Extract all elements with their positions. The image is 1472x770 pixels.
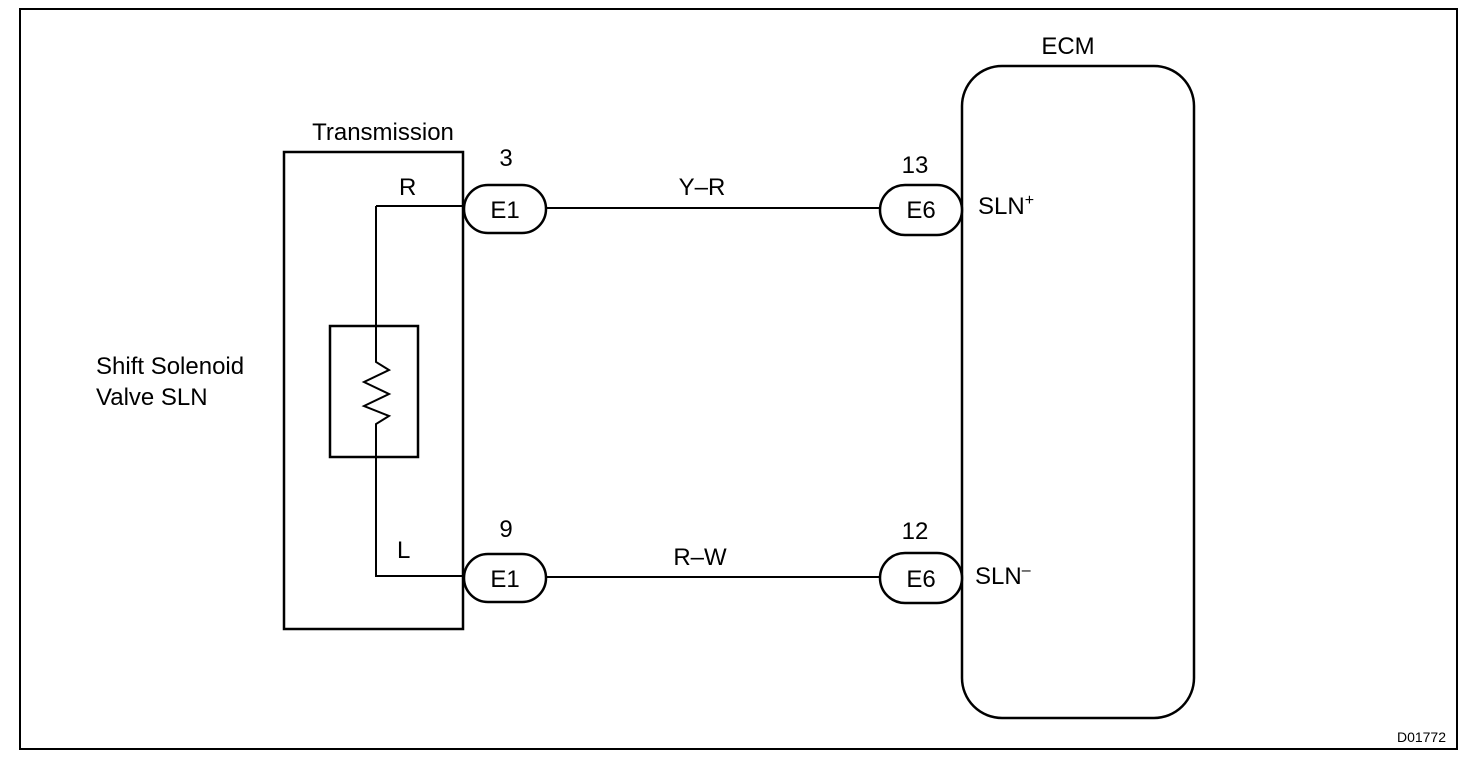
ecm-box: [960, 64, 1196, 720]
connector-e6-bottom: [878, 551, 964, 605]
pin-r-label: R: [399, 174, 416, 201]
connector-e1-bottom-name: E1: [490, 566, 519, 593]
connector-e1-top: [462, 183, 548, 235]
diagram-frame: [19, 8, 1458, 750]
ecm-title: ECM: [1041, 33, 1094, 60]
connector-e1-top-pin: 3: [499, 145, 512, 172]
ecm-terminal-plus-name: SLN: [978, 193, 1025, 220]
ecm-terminal-minus-sup: –: [1022, 562, 1031, 579]
ecm-terminal-plus: SLN+: [978, 192, 1034, 220]
solenoid-label-line1: Shift Solenoid: [96, 353, 244, 380]
wire-bottom-color: R–W: [673, 544, 727, 571]
solenoid-box: [328, 324, 420, 459]
connector-e1-bottom: [462, 552, 548, 604]
ecm-terminal-plus-sup: +: [1025, 192, 1034, 209]
connector-e6-top-pin: 13: [902, 152, 929, 179]
connector-e6-top: [878, 183, 964, 237]
connector-e6-bottom-name: E6: [906, 566, 935, 593]
connector-e1-bottom-pin: 9: [499, 516, 512, 543]
connector-e1-top-name: E1: [490, 197, 519, 224]
pin-l-label: L: [397, 537, 410, 564]
figure-id: D01772: [1397, 729, 1446, 745]
resistor-icon: [361, 206, 464, 577]
wire-top-color: Y–R: [679, 174, 726, 201]
transmission-box: [282, 150, 465, 631]
transmission-title: Transmission: [312, 119, 454, 146]
ecm-terminal-minus: SLN–: [975, 562, 1031, 590]
connector-e6-bottom-pin: 12: [902, 518, 929, 545]
connector-e6-top-name: E6: [906, 197, 935, 224]
ecm-terminal-minus-name: SLN: [975, 563, 1022, 590]
solenoid-label-line2: Valve SLN: [96, 384, 208, 411]
